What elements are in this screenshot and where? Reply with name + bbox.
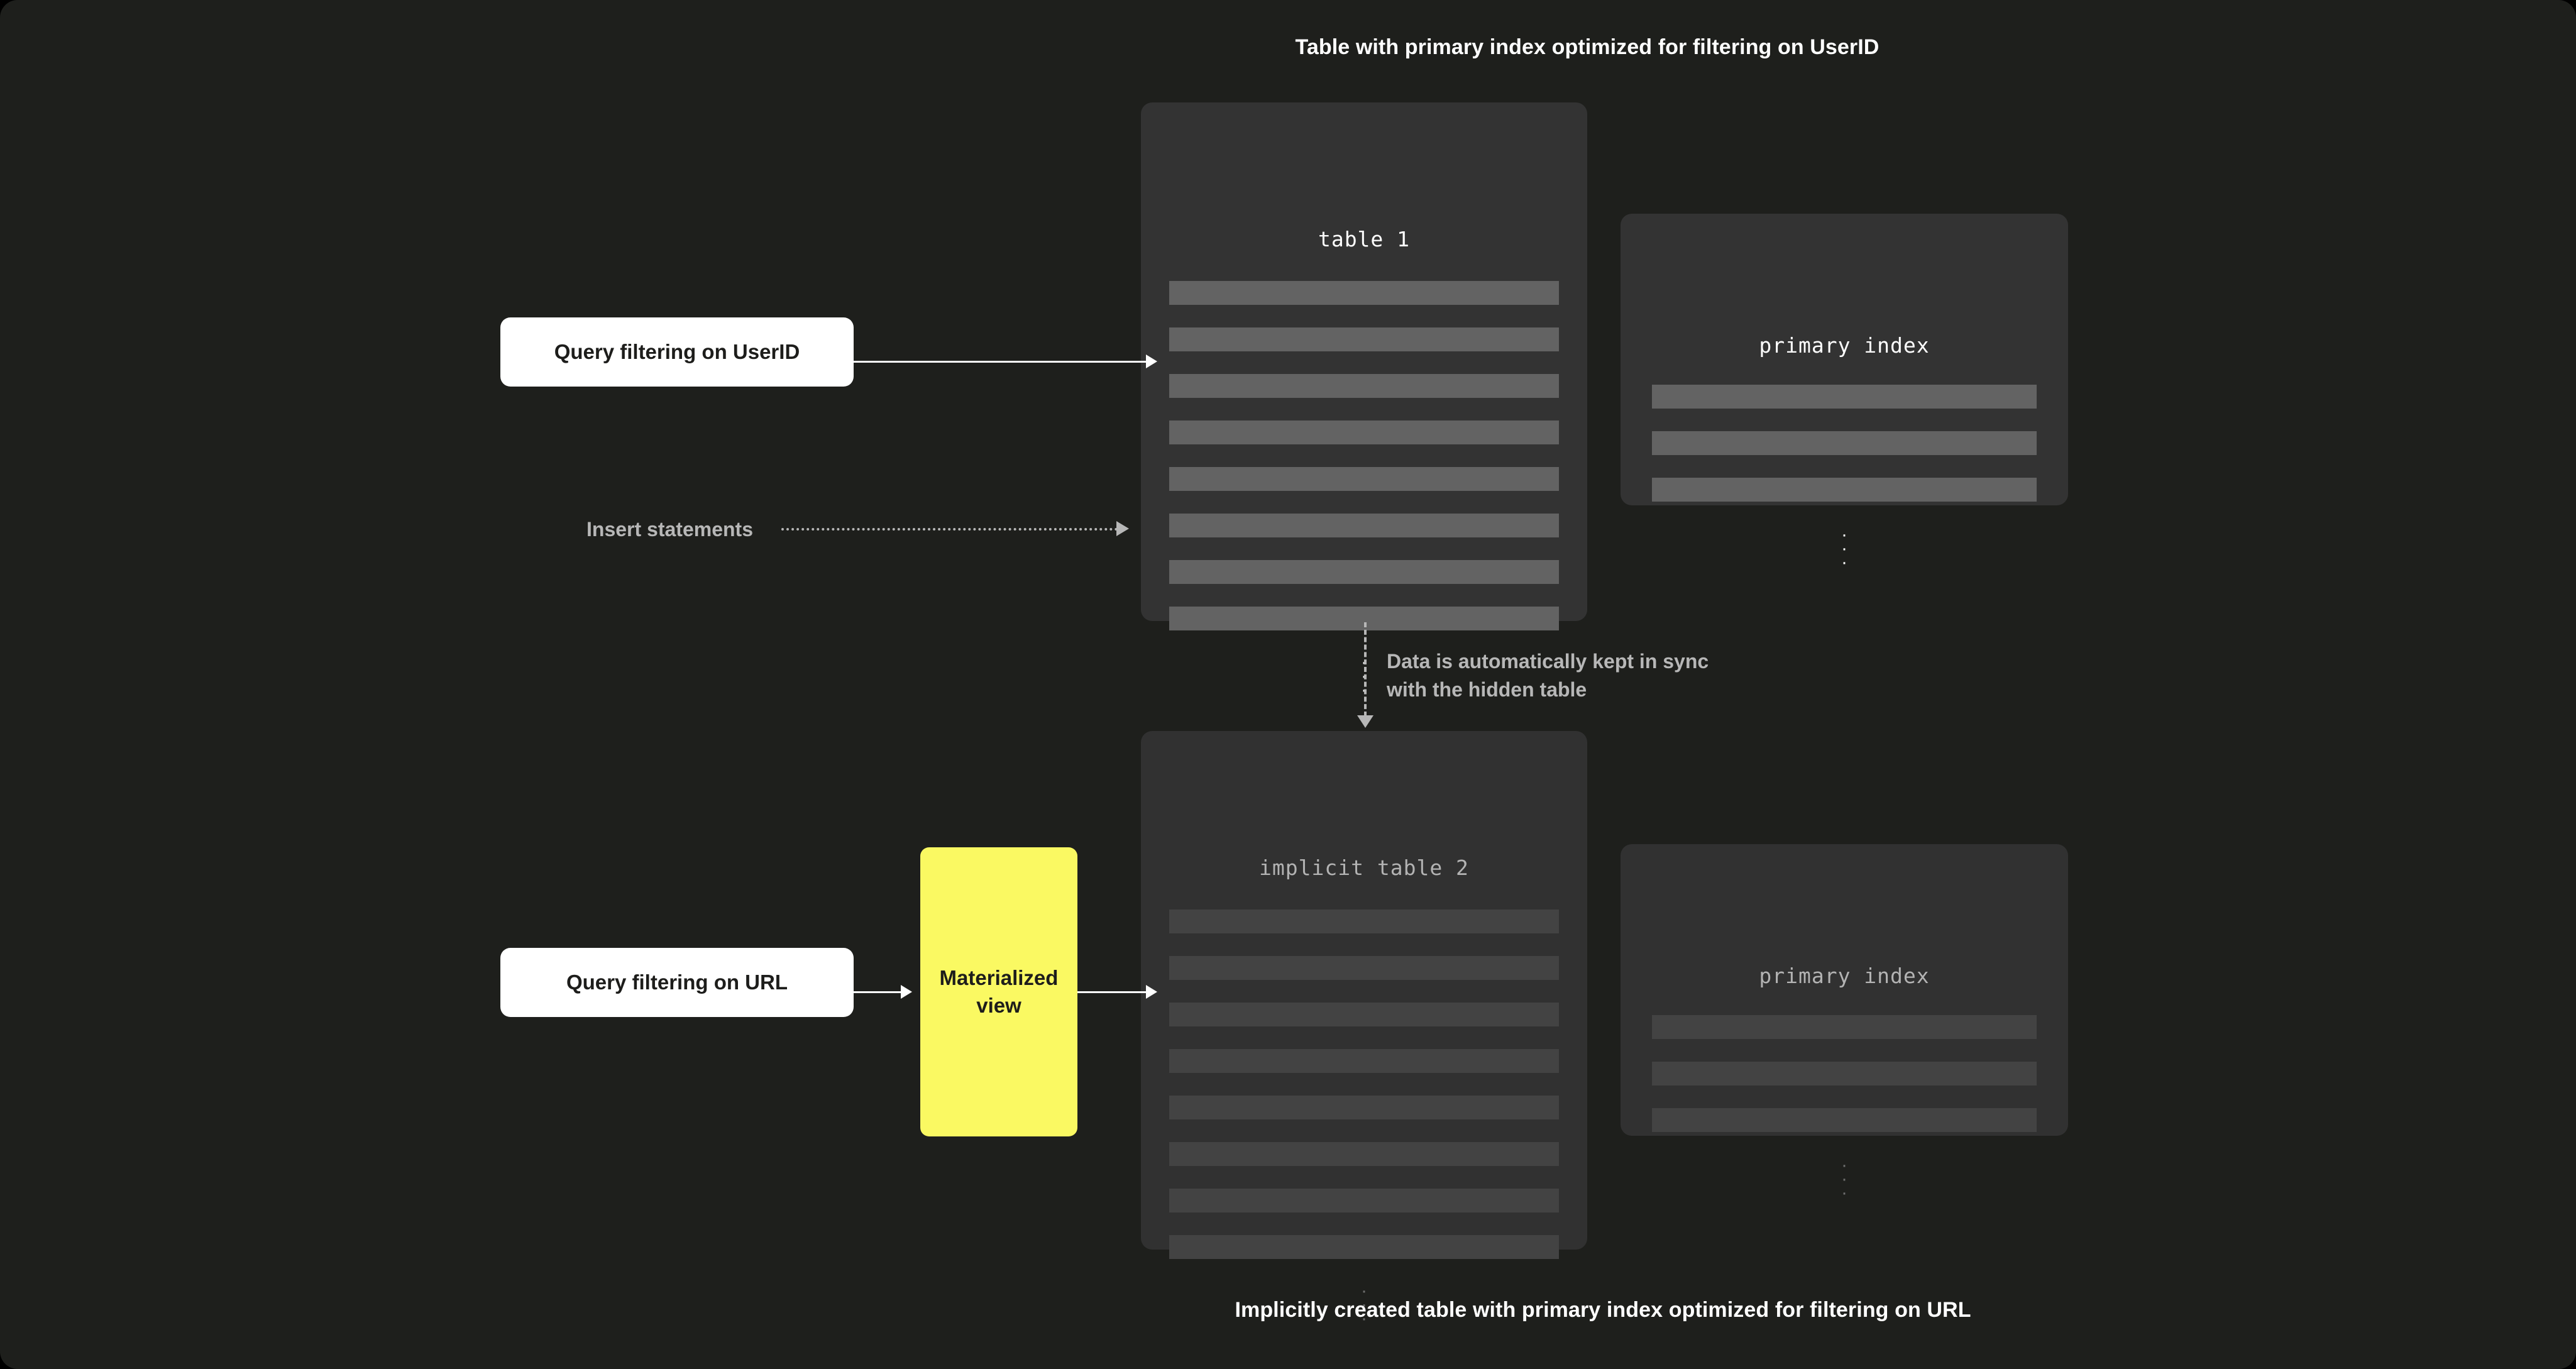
table-row [1169, 514, 1559, 537]
index-row [1652, 431, 2037, 455]
arrow-line-query-userid-to-table1 [854, 361, 1149, 363]
arrow-line-mv-to-table2 [1077, 991, 1148, 993]
table-row [1169, 327, 1559, 351]
index-row [1652, 1062, 2037, 1086]
table-row [1169, 374, 1559, 398]
table-1-rows [1141, 281, 1587, 653]
primary-index-bottom-rows [1621, 1015, 2068, 1155]
index-row [1652, 385, 2037, 409]
table-row [1169, 1049, 1559, 1073]
dotted-line-insert-statements [781, 528, 1118, 531]
table-row [1169, 421, 1559, 444]
arrow-head-mv-to-table2 [1146, 985, 1157, 999]
table-row [1169, 1003, 1559, 1026]
arrow-head-insert-statements [1116, 521, 1129, 536]
insert-statements-label: Insert statements [586, 518, 753, 541]
arrow-head-query-url-to-mv [901, 985, 912, 999]
primary-index-top-card: primary index ··· [1621, 214, 2068, 572]
primary-index-top-title: primary index [1759, 333, 1930, 358]
arrow-head-query-userid-to-table1 [1146, 355, 1157, 368]
arrow-head-sync [1357, 715, 1373, 728]
implicit-table-2-rows [1141, 910, 1587, 1282]
table-row [1169, 281, 1559, 305]
primary-index-bottom-title: primary index [1759, 964, 1930, 988]
materialized-view-label: Materialized view [939, 966, 1059, 1017]
arrow-line-query-url-to-mv [854, 991, 904, 993]
table-row [1169, 1235, 1559, 1259]
table-row [1169, 560, 1559, 584]
index-row [1652, 1015, 2037, 1039]
table-row [1169, 1142, 1559, 1166]
query-filtering-url-label: Query filtering on URL [566, 970, 788, 994]
table-1-title: table 1 [1318, 227, 1411, 251]
bottom-caption: Implicitly created table with primary in… [1235, 1298, 1971, 1322]
table-row [1169, 467, 1559, 491]
index-row [1652, 478, 2037, 502]
table-row [1169, 910, 1559, 933]
implicit-table-2-ellipsis: ··· [1361, 1280, 1367, 1329]
table-row [1169, 1189, 1559, 1212]
primary-index-top-ellipsis: ··· [1841, 524, 1847, 573]
index-row [1652, 1108, 2037, 1132]
query-filtering-url-box[interactable]: Query filtering on URL [500, 948, 854, 1017]
table-row [1169, 1096, 1559, 1119]
table-1-card: table 1 ··· [1141, 102, 1587, 700]
primary-index-bottom-card: primary index ··· [1621, 844, 2068, 1202]
top-caption: Table with primary index optimized for f… [1295, 35, 1880, 59]
materialized-view-box[interactable]: Materialized view [920, 847, 1077, 1136]
query-filtering-userid-label: Query filtering on UserID [554, 340, 800, 363]
table-row [1169, 956, 1559, 980]
query-filtering-userid-box[interactable]: Query filtering on UserID [500, 317, 854, 387]
primary-index-bottom-ellipsis: ··· [1841, 1155, 1847, 1203]
sync-note-label: Data is automatically kept in sync with … [1387, 650, 1709, 701]
implicit-table-2-title: implicit table 2 [1259, 855, 1469, 880]
primary-index-top-rows [1621, 385, 2068, 524]
dashed-line-sync [1364, 622, 1367, 717]
implicit-table-2-card: implicit table 2 ··· [1141, 731, 1587, 1328]
